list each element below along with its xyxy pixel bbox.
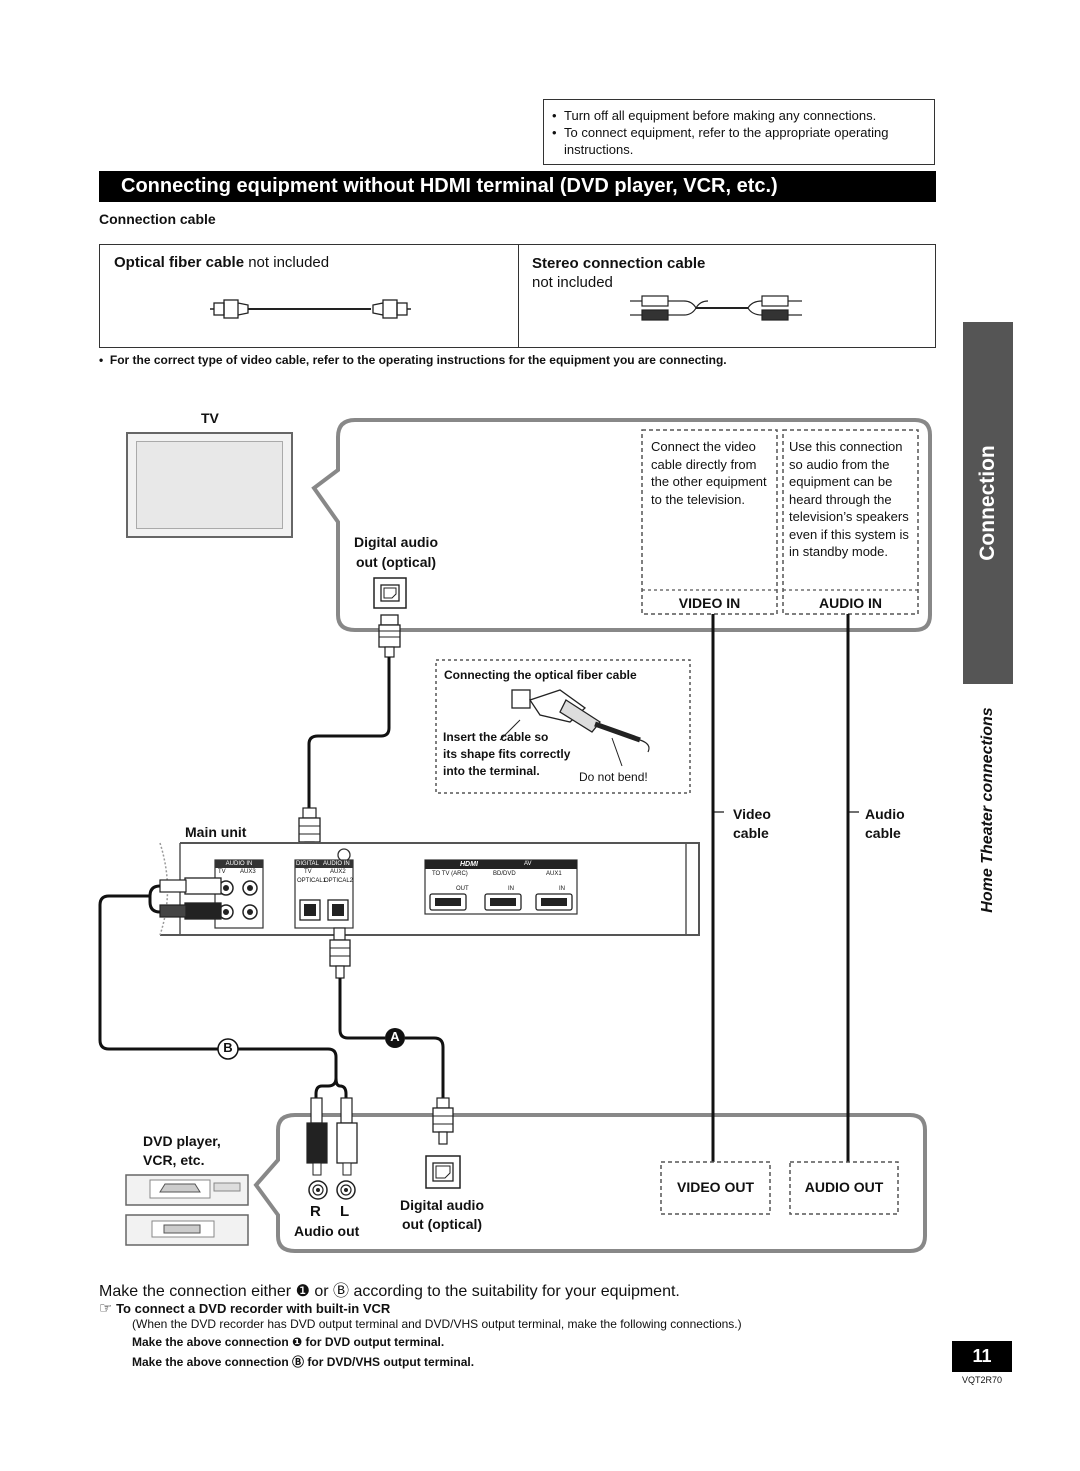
panel-digital-audio-in-label: AUDIO IN	[323, 861, 350, 867]
document-code: VQT2R70	[961, 1375, 1003, 1385]
audio-note: Use this connection so audio from the eq…	[789, 439, 909, 559]
panel-to-tv-arc-label: TO TV (ARC)	[432, 871, 468, 877]
audio-in-label: AUDIO IN	[819, 595, 882, 611]
dvd-player-label-line2: VCR, etc.	[143, 1152, 205, 1168]
stereo-cable-label: Stereo connection cable not included	[532, 254, 705, 292]
panel-digital-tv-label: TV	[304, 869, 312, 875]
optical-box-instruction-line: its shape fits correctly	[443, 747, 571, 761]
tv-screen	[136, 441, 283, 529]
tv-illustration	[126, 432, 293, 538]
dvd-digital-audio-line2: out (optical)	[401, 1216, 483, 1232]
optical-cable-label: Optical fiber cable not included	[114, 254, 329, 271]
panel-bd-dvd-label: BD/DVD	[493, 871, 516, 877]
dvd-recorder-note: (When the DVD recorder has DVD output te…	[132, 1317, 742, 1331]
panel-aux1-label: AUX1	[546, 871, 562, 877]
video-cable-label-line2: cable	[733, 825, 769, 841]
optical-box-instruction-line: Insert the cable so	[443, 730, 549, 744]
optical-box-title: Connecting the optical fiber cable	[444, 668, 637, 682]
optical-box-instructions: Insert the cable so its shape fits corre…	[443, 729, 570, 780]
panel-hdmi-logo: HDMI	[460, 861, 478, 868]
panel-out-label: OUT	[456, 886, 469, 892]
do-not-bend-label: Do not bend!	[579, 770, 648, 784]
video-out-label: VIDEO OUT	[676, 1179, 754, 1195]
audio-cable-label-line2: cable	[865, 825, 901, 841]
panel-in-label: IN	[559, 886, 565, 892]
table-divider	[518, 245, 519, 347]
r-channel-label: R	[310, 1203, 321, 1220]
audio-out-caps-label: AUDIO OUT	[804, 1179, 884, 1195]
video-in-label: VIDEO IN	[678, 595, 741, 611]
panel-aux3-label: AUX3	[240, 869, 256, 875]
l-channel-label: L	[340, 1203, 350, 1220]
connection-cable-heading: Connection cable	[99, 211, 216, 227]
notes-box: Turn off all equipment before making any…	[543, 99, 935, 165]
dvd-recorder-heading: ☞ To connect a DVD recorder with built-i…	[99, 1299, 390, 1317]
section-title: Connecting equipment without HDMI termin…	[99, 171, 936, 202]
dvd-digital-audio-label: Digital audio out (optical)	[390, 1196, 494, 1234]
panel-av-label: AV	[524, 861, 532, 867]
main-unit-label: Main unit	[185, 824, 247, 840]
audio-cable-label: Audio cable	[865, 805, 905, 843]
make-b-instruction: Make the above connection Ⓑ for DVD/VHS …	[132, 1355, 475, 1369]
panel-aux2-label: AUX2	[330, 869, 346, 875]
optical-cable-illustration	[210, 299, 411, 319]
make-connection-text: Make the connection either ❶ or Ⓑ accord…	[99, 1283, 680, 1300]
panel-optical2-label: OPTICAL2	[324, 878, 354, 884]
tv-digital-audio-line2: out (optical)	[355, 554, 437, 570]
tv-digital-audio-line1: Digital audio	[354, 534, 438, 550]
optical-cable-note: not included	[248, 254, 330, 271]
video-cable-label-line1: Video	[733, 806, 771, 822]
panel-audio-in-label: AUDIO IN	[225, 861, 253, 867]
side-tab: Connection	[963, 322, 1013, 684]
page-number: 11	[952, 1341, 1012, 1372]
note-item: Turn off all equipment before making any…	[552, 107, 926, 124]
cable-table: Optical fiber cable not included Stereo …	[99, 244, 936, 348]
optical-box-instruction-line: into the terminal.	[443, 764, 540, 778]
dvd-player-label: DVD player, VCR, etc.	[143, 1132, 221, 1170]
panel-digital-label: DIGITAL	[296, 861, 319, 867]
hand-pointer-icon: ☞	[99, 1300, 113, 1317]
make-a-instruction: Make the above connection ❶ for DVD outp…	[132, 1335, 445, 1349]
audio-cable-label-line1: Audio	[865, 806, 905, 822]
panel-optical1-label: OPTICAL1	[297, 878, 327, 884]
marker-b: B	[223, 1040, 233, 1055]
dvd-player-label-line1: DVD player,	[143, 1133, 221, 1149]
marker-a: A	[390, 1029, 400, 1044]
optical-cable-name: Optical fiber cable	[114, 254, 245, 271]
panel-in-label: IN	[508, 886, 514, 892]
dvd-recorder-heading-text: To connect a DVD recorder with built-in …	[116, 1301, 391, 1316]
video-cable-label: Video cable	[733, 805, 771, 843]
stereo-cable-note: not included	[532, 274, 613, 291]
note-item: To connect equipment, refer to the appro…	[552, 124, 926, 158]
video-note: Connect the video cable directly from th…	[651, 439, 767, 507]
stereo-cable-name: Stereo connection cable	[532, 255, 706, 272]
panel-tv-label: TV	[218, 869, 226, 875]
tv-label: TV	[201, 410, 219, 426]
tv-digital-audio-label: Digital audio out (optical)	[346, 532, 446, 572]
bullet-glyph: •	[99, 353, 110, 367]
video-cable-note-text: For the correct type of video cable, ref…	[109, 353, 727, 367]
audio-out-label: Audio out	[294, 1223, 360, 1239]
video-cable-note: • For the correct type of video cable, r…	[99, 353, 727, 367]
stereo-cable-illustration	[630, 295, 802, 321]
dvd-digital-audio-line1: Digital audio	[400, 1197, 484, 1213]
